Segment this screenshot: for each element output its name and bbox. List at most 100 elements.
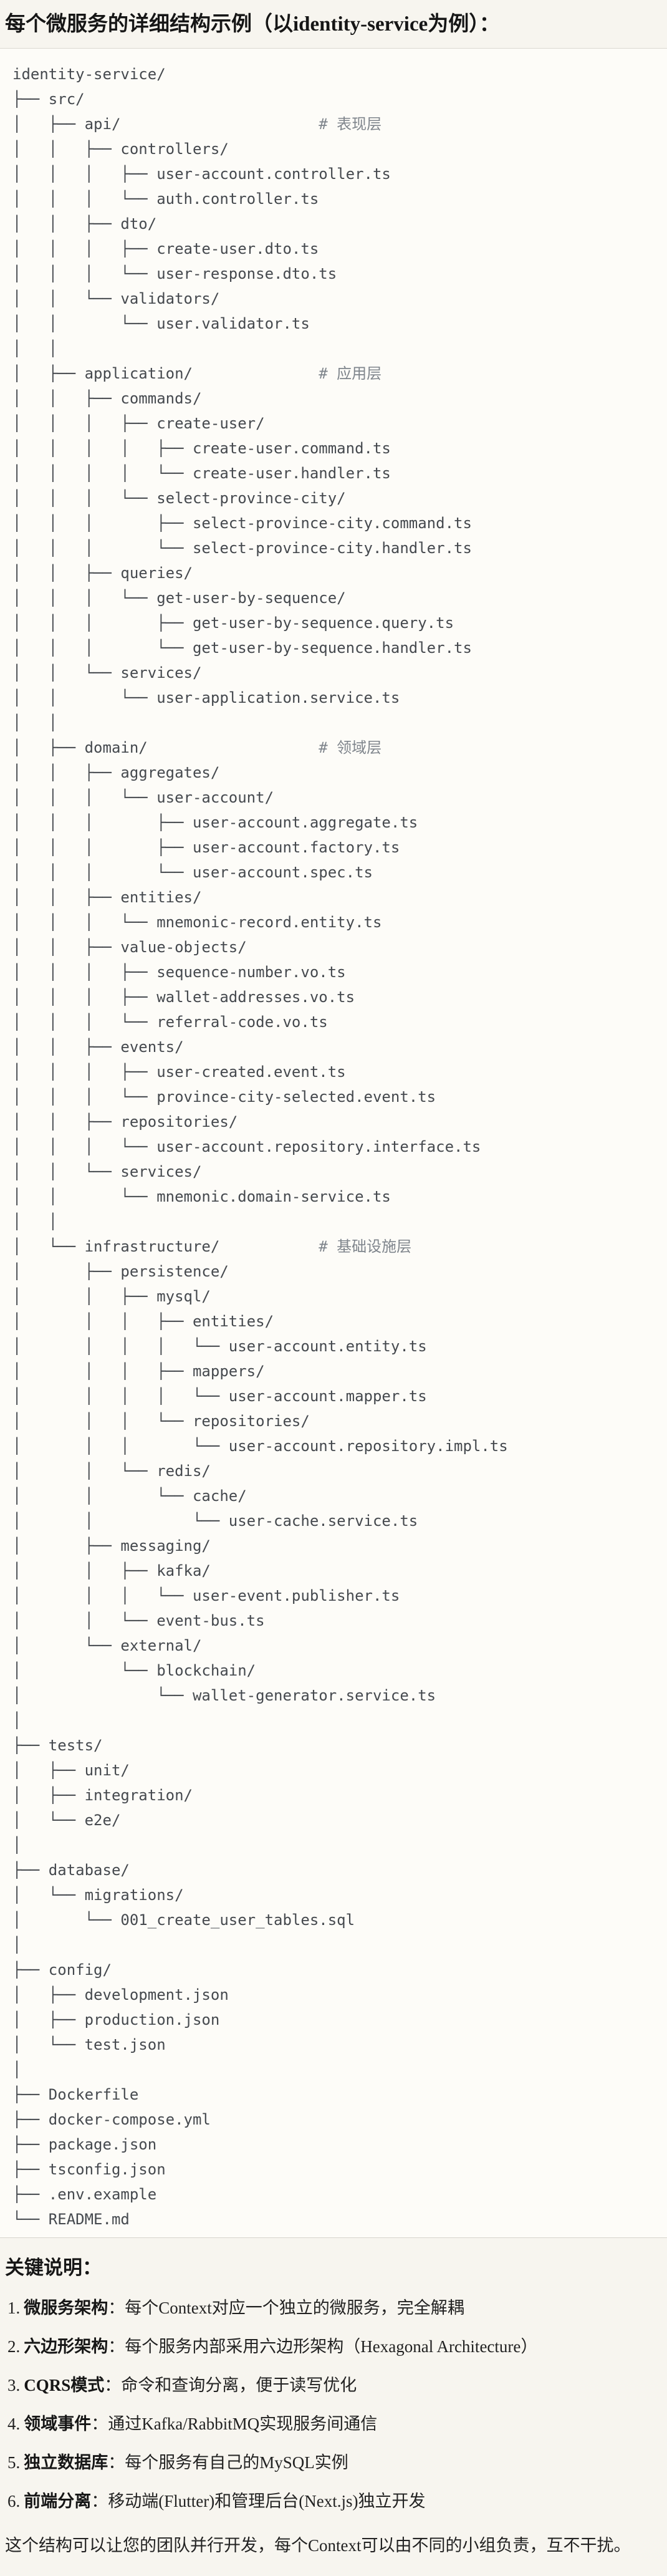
tree-line: │ <box>12 1712 22 1729</box>
tree-line: │ │ │ └── repositories/ <box>12 1412 310 1430</box>
tree-line: │ │ │ ├── get-user-by-sequence.query.ts <box>12 614 454 632</box>
note-colon: ： <box>108 2453 125 2472</box>
tree-line: │ │ │ └── user-account/ <box>12 789 274 806</box>
tree-line: │ │ └── validators/ <box>12 290 220 307</box>
note-item: 1.微服务架构：每个Context对应一个独立的微服务，完全解耦 <box>7 2297 660 2319</box>
note-desc: 每个Context对应一个独立的微服务，完全解耦 <box>125 2299 464 2317</box>
tree-line: │ ├── production.json <box>12 2011 220 2028</box>
tree-line: ├── tests/ <box>12 1737 103 1754</box>
note-desc: 每个服务内部采用六边形架构（Hexagonal Architecture） <box>125 2337 538 2356</box>
note-term: CQRS模式 <box>24 2376 105 2395</box>
tree-line: │ │ <box>12 1213 58 1230</box>
tree-line: │ │ ├── value-objects/ <box>12 938 247 956</box>
note-colon: ： <box>104 2376 122 2395</box>
tree-comment: # 应用层 <box>319 365 382 382</box>
note-number: 4. <box>7 2414 21 2433</box>
tree-line: │ │ │ └── auth.controller.ts <box>12 190 319 208</box>
tree-comment: # 基础设施层 <box>319 1238 412 1255</box>
tree-line: │ │ │ ├── user-account.factory.ts <box>12 839 400 856</box>
note-item: 3.CQRS模式：命令和查询分离，便于读写优化 <box>7 2374 660 2396</box>
note-item: 2.六边形架构：每个服务内部采用六边形架构（Hexagonal Architec… <box>7 2335 660 2358</box>
tree-line: ├── Dockerfile <box>12 2086 139 2103</box>
tree-line: └── README.md <box>12 2211 130 2228</box>
note-item: 4.领域事件：通过Kafka/RabbitMQ实现服务间通信 <box>7 2413 660 2435</box>
tree-line: │ │ ├── controllers/ <box>12 140 229 158</box>
tree-line: │ │ │ └── mnemonic-record.entity.ts <box>12 914 382 931</box>
tree-line: │ │ │ ├── user-created.event.ts <box>12 1063 346 1081</box>
tree-line: ├── .env.example <box>12 2186 157 2203</box>
tree-line: │ │ <box>12 340 58 357</box>
tree-line: │ <box>12 1936 22 1954</box>
note-desc: 移动端(Flutter)和管理后台(Next.js)独立开发 <box>108 2492 426 2511</box>
tree-line: ├── config/ <box>12 1961 112 1979</box>
page-title: 每个微服务的详细结构示例（以identity-service为例）： <box>5 13 500 36</box>
tree-line: │ │ └── mnemonic.domain-service.ts <box>12 1188 391 1205</box>
tree-line: ├── database/ <box>12 1861 130 1879</box>
tree-line: ├── tsconfig.json <box>12 2161 166 2178</box>
tree-line: identity-service/ <box>12 65 166 83</box>
note-colon: ： <box>108 2337 125 2356</box>
note-item: 6.前端分离：移动端(Flutter)和管理后台(Next.js)独立开发 <box>7 2490 660 2512</box>
note-term: 微服务架构 <box>24 2299 108 2317</box>
note-colon: ： <box>91 2414 108 2433</box>
tree-line: │ │ │ │ └── user-account.mapper.ts <box>12 1387 427 1405</box>
title-bar: 每个微服务的详细结构示例（以identity-service为例）： <box>0 0 667 48</box>
tree-line: ├── package.json <box>12 2136 157 2153</box>
note-number: 5. <box>7 2453 21 2472</box>
note-desc: 命令和查询分离，便于读写优化 <box>121 2376 357 2395</box>
tree-line: │ │ │ ├── select-province-city.command.t… <box>12 514 472 532</box>
tree-line: │ │ └── services/ <box>12 664 202 682</box>
tree-line: │ │ │ └── user-account.repository.interf… <box>12 1138 481 1155</box>
tree-line: │ └── test.json <box>12 2036 166 2053</box>
note-number: 1. <box>7 2299 21 2317</box>
tree-comment: # 领域层 <box>319 739 382 756</box>
tree-line: ├── docker-compose.yml <box>12 2111 211 2128</box>
tree-line: │ │ ├── queries/ <box>12 564 193 582</box>
tree-line: │ ├── domain/# 领域层 <box>12 739 382 756</box>
tree-line: │ │ ├── dto/ <box>12 215 157 233</box>
tree-line: │ ├── persistence/ <box>12 1263 229 1280</box>
directory-tree: identity-service/ ├── src/ │ ├── api/# 表现层… <box>0 48 667 2238</box>
note-term: 前端分离 <box>24 2492 92 2511</box>
closing-paragraph: 这个结构可以让您的团队并行开发，每个Context可以由不同的小组负责，互不干扰… <box>5 2536 631 2555</box>
tree-line: │ │ │ └── user-response.dto.ts <box>12 265 337 282</box>
tree-line: │ │ │ ├── user-account.aggregate.ts <box>12 814 418 831</box>
tree-comment: # 表现层 <box>319 115 382 133</box>
tree-line: │ ├── integration/ <box>12 1787 193 1804</box>
tree-line: │ │ └── user-application.service.ts <box>12 689 400 707</box>
tree-line: ├── src/ <box>12 90 85 108</box>
tree-line: │ │ └── cache/ <box>12 1487 247 1505</box>
tree-line: │ │ │ ├── create-user.dto.ts <box>12 240 319 258</box>
tree-line: │ │ │ └── select-province-city.handler.t… <box>12 539 472 557</box>
tree-line: │ │ └── user.validator.ts <box>12 315 310 332</box>
tree-line: │ │ │ │ └── user-account.entity.ts <box>12 1338 427 1355</box>
note-number: 2. <box>7 2337 21 2356</box>
tree-line: │ │ │ ├── wallet-addresses.vo.ts <box>12 988 355 1006</box>
tree-line: │ ├── api/# 表现层 <box>12 115 382 133</box>
tree-line: │ │ │ │ └── create-user.handler.ts <box>12 465 391 482</box>
tree-line: │ │ │ │ ├── create-user.command.ts <box>12 440 391 457</box>
tree-line: │ │ ├── mysql/ <box>12 1288 211 1305</box>
note-number: 6. <box>7 2492 21 2511</box>
tree-line: │ └── blockchain/ <box>12 1662 256 1679</box>
tree-line: │ <box>12 1836 22 1854</box>
notes-heading: 关键说明： <box>5 2257 102 2279</box>
tree-line: │ │ │ └── user-event.publisher.ts <box>12 1587 400 1604</box>
note-term: 六边形架构 <box>24 2337 108 2356</box>
tree-line: │ │ ├── kafka/ <box>12 1562 211 1580</box>
tree-line: │ ├── development.json <box>12 1986 229 2004</box>
tree-line: │ │ ├── repositories/ <box>12 1113 238 1131</box>
tree-line: │ │ │ ├── sequence-number.vo.ts <box>12 963 346 981</box>
tree-line: │ │ │ └── province-city-selected.event.t… <box>12 1088 436 1106</box>
note-colon: ： <box>91 2492 108 2511</box>
tree-line: │ └── infrastructure/# 基础设施层 <box>12 1238 412 1255</box>
tree-line: │ ├── unit/ <box>12 1762 130 1779</box>
tree-line: │ ├── messaging/ <box>12 1537 211 1555</box>
tree-line: │ └── 001_create_user_tables.sql <box>12 1911 355 1929</box>
tree-line: │ ├── application/# 应用层 <box>12 365 382 382</box>
tree-line: │ └── external/ <box>12 1637 202 1654</box>
tree-line: │ │ └── services/ <box>12 1163 202 1180</box>
tree-line: │ └── wallet-generator.service.ts <box>12 1687 436 1704</box>
tree-line: │ └── e2e/ <box>12 1811 121 1829</box>
